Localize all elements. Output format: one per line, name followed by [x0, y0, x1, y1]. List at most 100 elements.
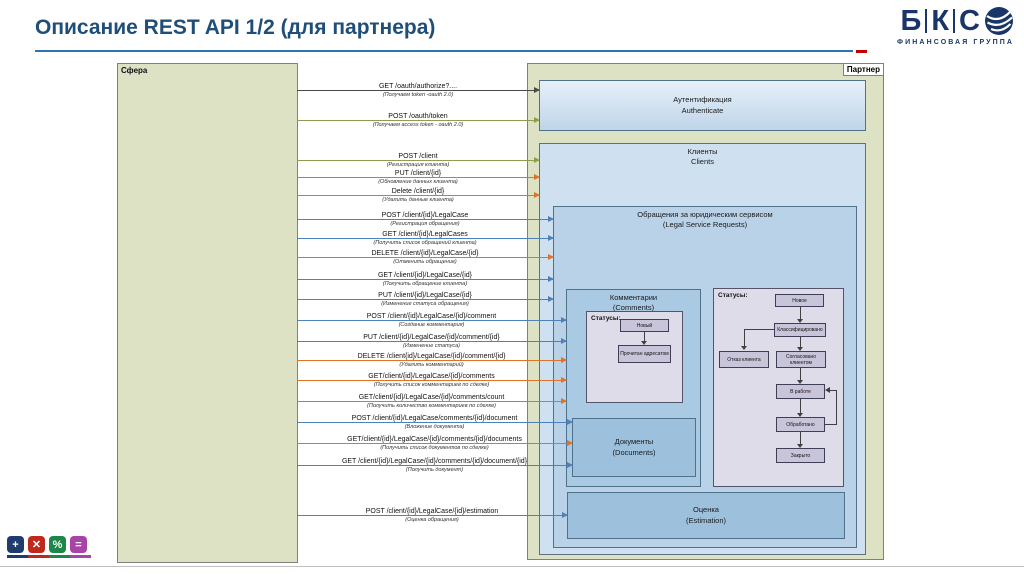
endpoint-note: (Получаем access token - oauth 2.0): [372, 122, 464, 128]
connector-line: [297, 320, 566, 321]
estimation-box-title: Оценка: [693, 505, 719, 515]
estimation-box-subtitle: (Estimation): [685, 515, 726, 525]
connector-line: [297, 120, 539, 121]
legal-box-subtitle: (Legal Service Requests): [662, 220, 748, 230]
arrow-down-icon: [641, 341, 647, 345]
sphere-panel: Сфера: [117, 63, 298, 563]
logo-letter: С: [959, 4, 980, 37]
endpoint-connector: POST /client/{id}/LegalCase(Регистрация …: [297, 202, 554, 232]
endpoint-note: (Получить список обращений клиента): [373, 240, 477, 246]
connector-line: [297, 515, 567, 516]
clients-box-subtitle: Clients: [691, 157, 714, 167]
endpoint-note: (Получить обращение клиента): [382, 281, 468, 287]
endpoint-label: GET/client/{id}/LegalCase/{id}/comments/…: [347, 436, 522, 443]
percent-icon: %: [49, 536, 66, 553]
arrowhead-icon: [534, 157, 540, 163]
endpoint-note: (Отменить обращение): [393, 259, 457, 265]
status-loop-line: [836, 390, 837, 425]
equals-icon: =: [70, 536, 87, 553]
status-arrow: [800, 337, 801, 347]
endpoint-label: Delete /client/{id}: [391, 188, 445, 195]
title-underline: [35, 50, 853, 52]
slide-edge: [0, 566, 1024, 567]
endpoint-connector: GET /client/{id}/LegalCase/{id}/comments…: [297, 448, 573, 478]
arrowhead-icon: [561, 398, 567, 404]
status-loop-line: [825, 424, 837, 425]
endpoint-connector: GET/client/{id}/LegalCase/{id}/comments/…: [297, 384, 567, 414]
footer-bar-segment: [28, 555, 49, 558]
arrowhead-icon: [562, 512, 568, 518]
arrowhead-icon: [561, 338, 567, 344]
title-underline-accent: [856, 50, 867, 53]
endpoint-connector: POST /oauth/token (Получаем access token …: [297, 103, 540, 133]
connector-line: [297, 443, 572, 444]
status-branch-line: [744, 329, 745, 346]
arrowhead-icon: [567, 462, 573, 468]
endpoint-note: (Получаем token -oauth 2.0): [382, 92, 454, 98]
footer-bar: [7, 555, 91, 558]
endpoint-note: (Удалить комментарий): [399, 362, 464, 368]
connector-line: [297, 90, 539, 91]
arrowhead-icon: [561, 377, 567, 383]
connector-line: [297, 257, 553, 258]
status-arrow: [800, 368, 801, 380]
endpoint-label: POST /client/{id}/LegalCase/comments/{id…: [351, 415, 518, 422]
endpoint-label: GET/client/{id}/LegalCase/{id}/comments: [368, 373, 495, 380]
arrowhead-icon: [548, 296, 554, 302]
arrow-down-icon: [741, 346, 747, 350]
endpoint-note: (Получить список документов по сделке): [380, 445, 489, 451]
footer-logo: +✕%=: [7, 536, 91, 558]
plus-icon: +: [7, 536, 24, 553]
endpoint-label: GET /oauth/authorize?....: [378, 83, 458, 90]
arrowhead-icon: [561, 357, 567, 363]
status-node: Отказ клиента: [719, 351, 769, 368]
endpoint-note: (Вложение документа): [404, 424, 465, 430]
endpoint-connector: GET /oauth/authorize?.... (Получаем token…: [297, 73, 540, 103]
connector-line: [297, 177, 539, 178]
endpoint-label: POST /client/{id}/LegalCase/{id}/comment: [366, 313, 497, 320]
logo-letter: К: [931, 4, 950, 37]
endpoint-connector: POST /client/{id}/LegalCase/{id}/estimat…: [297, 498, 568, 528]
endpoint-connector: Delete /client/{id}(Удалить данные клиен…: [297, 178, 540, 208]
documents-box: Документы (Documents): [572, 418, 696, 477]
endpoint-label: POST /oauth/token: [388, 113, 448, 120]
partner-panel-label: Партнер: [842, 63, 884, 76]
documents-box-title: Документы: [614, 437, 654, 447]
logo-divider: [953, 9, 956, 33]
endpoint-connector: GET/client/{id}/LegalCase/{id}/comments (…: [297, 363, 567, 393]
arrowhead-icon: [548, 216, 554, 222]
status-node: В работе: [776, 384, 825, 399]
arrow-left-icon: [825, 387, 830, 393]
endpoint-note: (Получить список комментариев по сделке): [373, 382, 490, 388]
arrowhead-icon: [534, 87, 540, 93]
arrow-down-icon: [797, 444, 803, 448]
arrow-down-icon: [797, 319, 803, 323]
connector-line: [297, 401, 566, 402]
arrowhead-icon: [534, 174, 540, 180]
arrowhead-icon: [548, 276, 554, 282]
status-arrow: [800, 399, 801, 413]
footer-bar-segment: [7, 555, 28, 558]
endpoint-label: DELETE /client/{id}/LegalCase/{id}: [371, 250, 479, 257]
comments-box-subtitle: (Comments): [612, 303, 655, 313]
endpoint-connector: GET /client/{id}/LegalCases (Получить спи…: [297, 221, 554, 251]
endpoint-label: GET /client/{id}/LegalCases: [382, 231, 468, 238]
arrowhead-icon: [548, 254, 554, 260]
connector-line: [297, 238, 553, 239]
endpoint-label: PUT /client/{id}/LegalCase/{id}: [378, 292, 472, 299]
endpoint-label: GET /client/{id}/LegalCase/{id}: [377, 272, 473, 279]
endpoint-note: (Регистрация клиента): [386, 162, 450, 168]
endpoint-connector: DELETE /client/{id}/LegalCase/{id} (Отмен…: [297, 240, 554, 270]
endpoint-connector: GET/client/{id}/LegalCase/{id}/comments/…: [297, 426, 573, 456]
connector-line: [297, 299, 553, 300]
endpoint-connector: POST /client(Регистрация клиента): [297, 143, 540, 173]
arrowhead-icon: [534, 192, 540, 198]
legal-box-title: Обращения за юридическим сервисом: [637, 210, 773, 219]
arrowhead-icon: [561, 317, 567, 323]
footer-bar-segment: [70, 555, 91, 558]
globe-icon: [985, 7, 1013, 35]
logo-divider: [925, 9, 928, 33]
